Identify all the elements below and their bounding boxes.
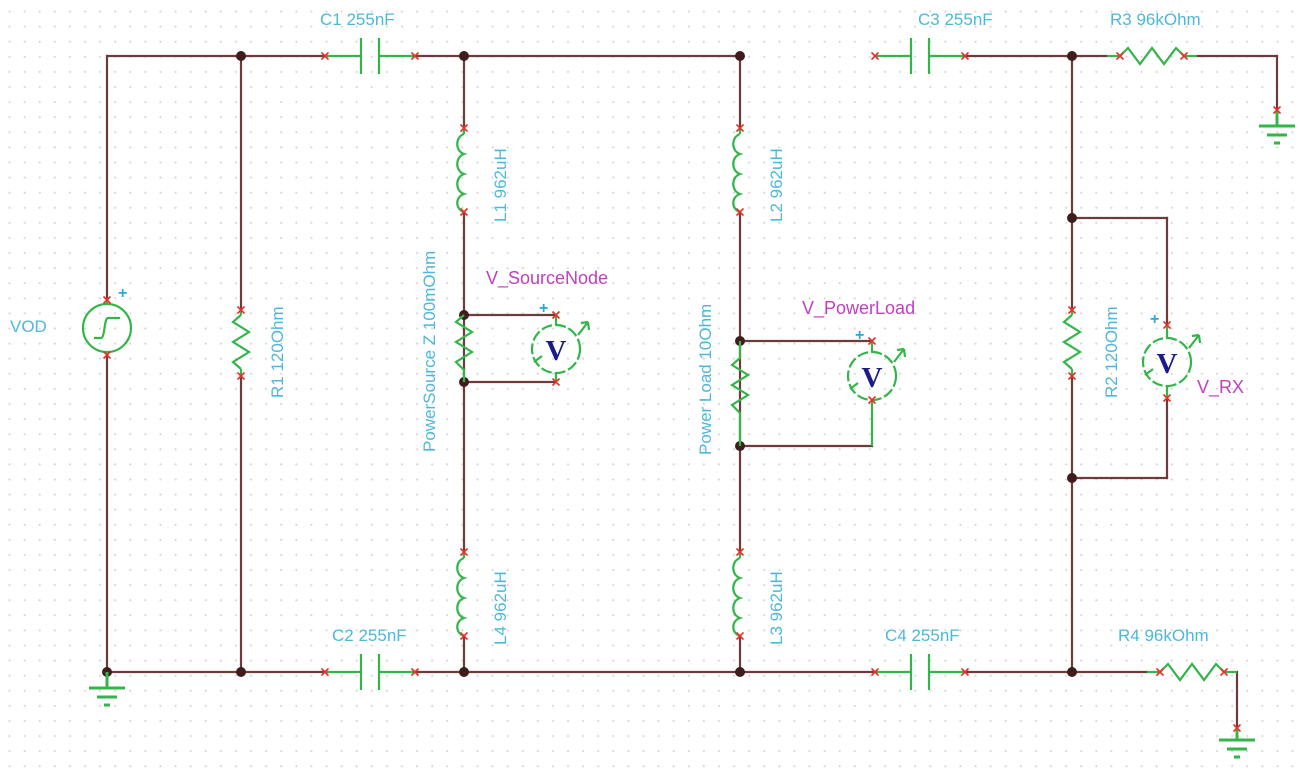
capacitor-c4[interactable]: [875, 654, 965, 690]
resistor-r3[interactable]: [1107, 46, 1197, 66]
ground-gnd1[interactable]: [89, 672, 125, 707]
junction-dot: [735, 51, 745, 61]
ground-gnd2[interactable]: [1259, 110, 1295, 145]
junction-dot: [1067, 213, 1077, 223]
junction-dot: [735, 667, 745, 677]
voltmeter-v-rx[interactable]: [1141, 325, 1202, 398]
voltage-source-vod[interactable]: [81, 300, 133, 355]
resistor-r2[interactable]: [1061, 310, 1083, 376]
junction-dot: [236, 667, 246, 677]
meter-glyph-layer: V V V: [546, 335, 1178, 394]
junction-dot: [236, 51, 246, 61]
capacitor-c3[interactable]: [875, 38, 965, 74]
inductor-l2[interactable]: [732, 128, 744, 214]
junction-layer: [102, 51, 1077, 677]
capacitor-c1[interactable]: [325, 38, 415, 74]
junction-dot: [1067, 473, 1077, 483]
component-layer: [81, 38, 1295, 759]
inductor-l3[interactable]: [732, 552, 744, 638]
junction-dot: [459, 667, 469, 677]
inductor-l1[interactable]: [456, 128, 468, 214]
voltmeter-glyph: V: [1157, 348, 1178, 380]
resistor-r1[interactable]: [230, 310, 252, 376]
capacitor-c2[interactable]: [325, 654, 415, 690]
resistor-r4[interactable]: [1147, 662, 1237, 682]
resistor-powersource-z[interactable]: [453, 314, 475, 382]
voltmeter-glyph: V: [546, 335, 567, 367]
pin-marker-layer: [102, 51, 1282, 733]
wire-layer: [105, 54, 1279, 737]
voltmeter-glyph: V: [862, 362, 883, 394]
junction-dot: [1067, 667, 1077, 677]
junction-dot: [459, 51, 469, 61]
voltmeter-v-sourcenode[interactable]: [530, 315, 591, 382]
ground-gnd3[interactable]: [1219, 728, 1255, 759]
inductor-l4[interactable]: [456, 552, 468, 638]
resistor-power-load[interactable]: [729, 341, 751, 446]
junction-dot: [1067, 51, 1077, 61]
